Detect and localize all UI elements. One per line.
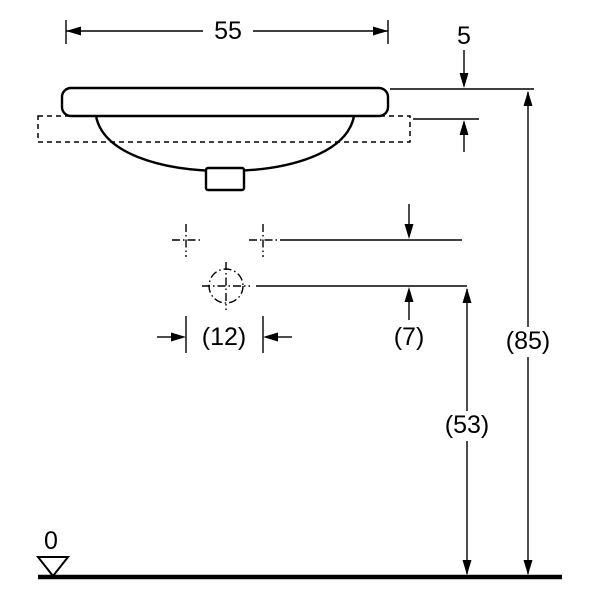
tap-hole-right-crosshair [249,224,277,257]
arrow-down-icon [523,560,533,575]
dimension-hole-spacing: (12) [157,316,292,353]
arrow-left-icon [263,332,278,342]
arrow-left-icon [66,26,81,36]
dimension-rim-height: 5 [390,22,534,152]
washbasin-section [37,86,411,192]
dimension-hole-offset: (7) [256,204,467,351]
arrow-up-icon [459,120,469,135]
datum-triangle-icon [35,556,71,578]
arrow-up-icon [462,288,472,303]
dimension-label-rim-height: 5 [457,22,471,50]
arrow-right-icon [171,332,186,342]
dimension-label-offset: (7) [394,323,425,351]
dimension-label-width: 55 [214,17,242,45]
arrow-down-icon [404,224,414,239]
drain-hole-outline [202,262,250,310]
dimension-basin-width: 55 [65,17,389,45]
dimension-label-drain-height: (53) [445,411,489,439]
arrow-right-icon [373,26,388,36]
datum-label: 0 [44,527,58,555]
dimension-label-total-height: (85) [506,327,550,355]
tap-hole-left-crosshair [172,224,200,257]
dimension-drain-height: (53) [445,288,489,575]
basin-rim [60,86,390,118]
arrow-down-icon [462,560,472,575]
drain-outlet [204,166,246,192]
arrow-up-icon [404,287,414,302]
dimension-label-spacing: (12) [202,323,246,351]
dimension-total-height: (85) [506,91,550,575]
bowl-fill [96,116,354,171]
countertop-cutout-outline [37,115,411,143]
floor-datum: 0 [35,527,562,580]
arrow-down-icon [459,73,469,88]
arrow-up-icon [523,91,533,106]
